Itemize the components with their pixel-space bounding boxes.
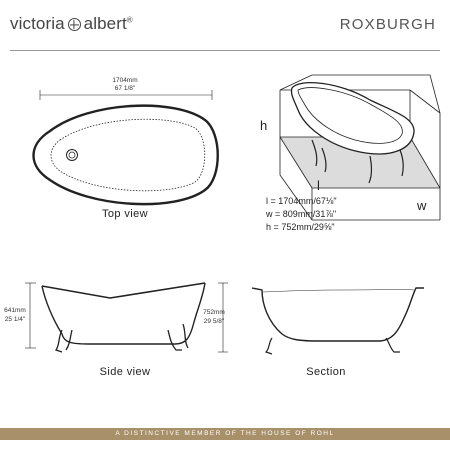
spec-key: w [266,209,273,219]
spec-sep: = [270,196,276,206]
side-view-right-in: 29 5/8" [203,318,225,325]
section-view-label: Section [306,366,346,378]
iso-h-label: h [260,118,268,133]
spec-value: 809mm/31⅞" [282,209,337,219]
spec-value: 752mm/29⅝" [281,222,335,232]
spec-key: h [266,222,272,232]
spec-row-height: h = 752mm/29⅝" [266,221,337,234]
side-view-right-mm: 752mm [203,309,225,316]
iso-bathtub [290,82,415,184]
spec-row-length: l = 1704mm/67⅛" [266,195,337,208]
section-view-bathtub [251,287,424,355]
header-divider [10,50,440,51]
side-view-bathtub [41,282,206,353]
top-view-dim-in: 67 1/8" [114,85,136,92]
dimension-specs: l = 1704mm/67⅛" w = 809mm/31⅞" h = 752mm… [266,195,337,234]
side-view-label: Side view [99,366,151,378]
spec-key: l [266,196,268,206]
plus-circle-icon [67,18,81,31]
spec-row-width: w = 809mm/31⅞" [266,208,337,221]
spec-sep: = [273,222,279,232]
side-view-right-dimension [218,282,228,353]
iso-w-label: w [417,198,427,213]
brand-name-right: albert [83,14,127,33]
registered-mark: ® [126,15,133,25]
spec-sep: = [275,209,281,219]
iso-l-label: l [317,178,320,193]
footer-banner: A DISTINCTIVE MEMBER OF THE HOUSE OF ROH… [0,428,450,440]
brand-name-left: victoria [10,14,65,33]
spec-value: 1704mm/67⅛" [278,196,337,206]
top-view-bathtub [32,104,219,206]
top-view-label: Top view [102,208,148,220]
side-view-left-in: 25 1/4" [4,316,26,323]
model-name: ROXBURGH [339,16,436,33]
top-view-dimension-line [39,90,213,100]
top-view-dim-mm: 1704mm [112,77,138,84]
side-view-left-mm: 641mm [4,307,26,314]
side-view-left-dimension [25,282,36,349]
brand-logo: victoria albert® [10,14,133,34]
